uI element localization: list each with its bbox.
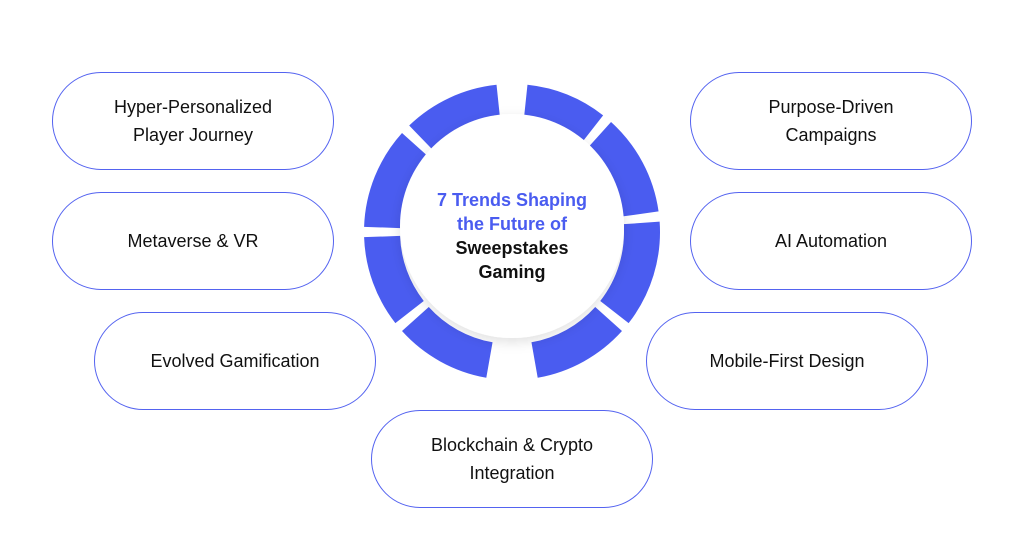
- ring-segment: [364, 235, 424, 324]
- trend-pill-gamification: Evolved Gamification: [94, 312, 376, 410]
- title-line-2: the Future of: [457, 214, 567, 234]
- ring-segment: [523, 84, 604, 144]
- segmented-ring: [364, 84, 660, 378]
- trend-label: Hyper-Personalized Player Journey: [113, 97, 273, 145]
- center-disc: [400, 114, 624, 338]
- trend-label: Purpose-Driven Campaigns: [768, 97, 894, 145]
- trend-label: Metaverse & VR: [127, 231, 259, 251]
- ring-segment: [531, 306, 622, 378]
- trend-pill-metaverse: Metaverse & VR: [52, 192, 334, 290]
- trend-pill-hyper-personalized: Hyper-Personalized Player Journey: [52, 72, 334, 170]
- trend-label: Evolved Gamification: [150, 351, 320, 371]
- title-line-1: 7 Trends Shaping: [436, 190, 588, 210]
- ring-segment: [409, 84, 501, 152]
- title-line-4: Gaming: [478, 262, 546, 282]
- ring-segment: [586, 122, 659, 217]
- ring-segments: [364, 84, 660, 378]
- trend-pill-blockchain: Blockchain & Crypto Integration: [371, 410, 653, 508]
- trend-pill-ai-automation: AI Automation: [690, 192, 972, 290]
- center-title: 7 Trends Shaping the Future of Sweepstak…: [412, 188, 612, 284]
- ring-segment: [364, 132, 429, 229]
- trend-label: Blockchain & Crypto Integration: [430, 435, 594, 483]
- ring-segment: [402, 306, 493, 378]
- title-line-3: Sweepstakes: [455, 238, 569, 258]
- trend-label: Mobile-First Design: [709, 351, 865, 371]
- trend-pill-purpose-driven: Purpose-Driven Campaigns: [690, 72, 972, 170]
- ring-segment: [600, 221, 660, 324]
- trend-pill-mobile-first: Mobile-First Design: [646, 312, 928, 410]
- trend-label: AI Automation: [774, 231, 888, 251]
